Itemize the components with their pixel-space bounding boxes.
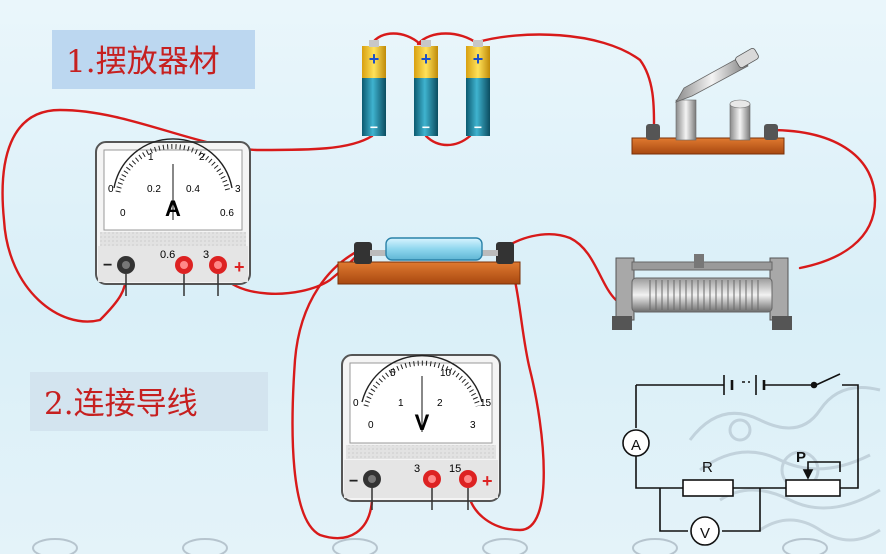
ammeter-terminal-3-label: 3: [203, 249, 209, 261]
voltmeter-unit: V: [415, 410, 430, 435]
battery-2: + −: [414, 40, 438, 136]
voltmeter: 0 5 10 15 0 1 2 3 V − 3 15 +: [341, 354, 501, 510]
voltmeter-terminal-plus-label: +: [482, 471, 493, 491]
voltmeter-bottom-scale-0: 0: [368, 420, 374, 431]
ammeter-top-scale-0: 0: [108, 184, 114, 195]
circuit-schematic: [622, 373, 859, 546]
battery-3-plus: +: [473, 49, 484, 69]
voltmeter-bottom-scale-3: 3: [470, 420, 476, 431]
battery-2-plus: +: [421, 49, 432, 69]
knife-switch: [631, 48, 785, 155]
ammeter-top-scale-3: 3: [235, 184, 241, 195]
ammeter-terminal-plus-label: +: [234, 257, 245, 277]
voltmeter-terminal-minus-label: −: [349, 473, 358, 490]
battery-1-minus: −: [370, 119, 378, 135]
wire-battery-to-switch: [476, 33, 656, 130]
ammeter-bottom-scale-1: 0.2: [147, 184, 161, 195]
voltmeter-top-scale-1: 5: [390, 368, 396, 379]
battery-pack: + − + − + −: [362, 40, 490, 136]
dragon-watermark: [688, 386, 881, 542]
step-1-label: 1.摆放器材: [52, 30, 255, 89]
step-2-label: 2.连接导线: [30, 372, 268, 431]
battery-1-plus: +: [369, 49, 380, 69]
battery-3: + −: [466, 40, 490, 136]
ammeter-bottom-scale-0: 0: [120, 208, 126, 219]
ammeter-bottom-scale-2: 0.4: [186, 184, 200, 195]
wire-battery-link-1: [370, 32, 422, 46]
schematic-resistor-label: R: [702, 459, 713, 476]
ammeter-top-scale-1: 1: [148, 152, 154, 163]
voltmeter-bottom-scale-2: 2: [437, 398, 443, 409]
voltmeter-terminal-15-label: 15: [449, 463, 461, 475]
wire-switch-to-rheostat: [768, 128, 877, 270]
battery-3-minus: −: [474, 119, 482, 135]
schematic-voltmeter-symbol: V: [700, 525, 710, 542]
wire-battery-link-2: [424, 134, 472, 147]
voltmeter-top-scale-3: 15: [480, 398, 492, 409]
wire-battery-to-ammeter-neg: [1, 108, 374, 323]
ammeter-terminal-minus-label: −: [103, 257, 112, 274]
wire-resistor-to-voltmeter-15: [466, 248, 545, 532]
wires: [1, 32, 877, 540]
battery-2-minus: −: [422, 119, 430, 135]
schematic-slider-label: P: [796, 449, 806, 466]
voltmeter-terminal-3-label: 3: [414, 463, 420, 475]
voltmeter-top-scale-0: 0: [353, 398, 359, 409]
ammeter-top-scale-2: 2: [199, 152, 205, 163]
voltmeter-top-scale-2: 10: [440, 368, 452, 379]
battery-1: + −: [362, 40, 386, 136]
bottom-ornament-row: [32, 538, 828, 554]
schematic-ammeter-symbol: A: [631, 437, 641, 454]
wire-resistor-to-voltmeter-neg: [291, 248, 374, 540]
voltmeter-bottom-scale-1: 1: [398, 398, 404, 409]
ammeter-unit: A: [165, 196, 181, 221]
ammeter-bottom-scale-3: 0.6: [220, 208, 234, 219]
rheostat: [612, 254, 792, 330]
fixed-resistor: [337, 237, 521, 285]
ammeter: 0 1 2 3 0 0.2 0.4 0.6 A − 0.6 3 +: [95, 138, 251, 296]
ammeter-terminal-06-label: 0.6: [160, 249, 175, 261]
wire-rheostat-to-resistor: [503, 233, 618, 302]
